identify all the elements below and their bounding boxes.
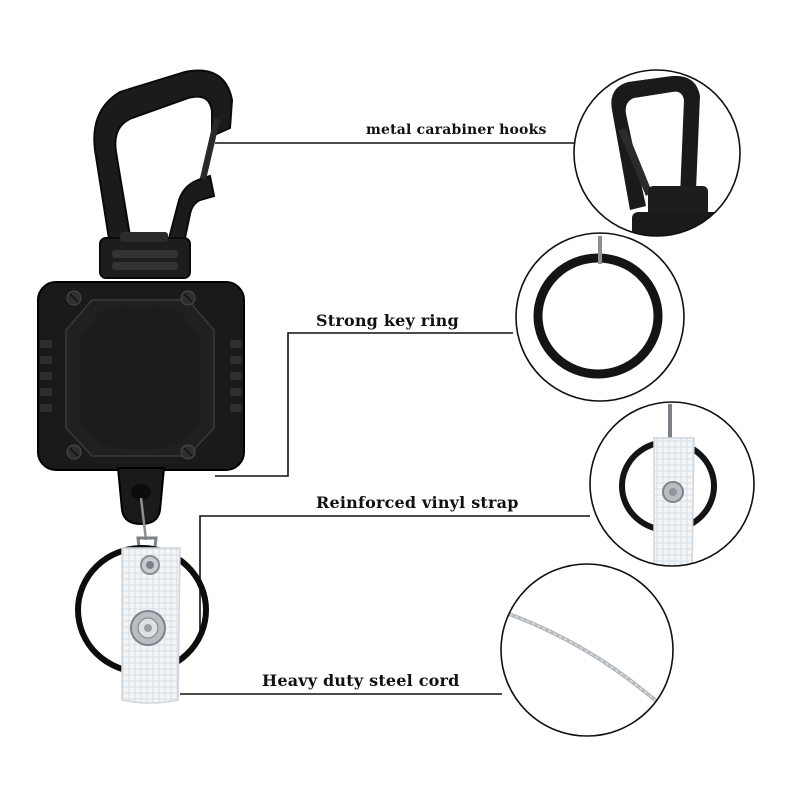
leader-line-ring <box>215 332 513 477</box>
detail-circle-carabiner <box>573 69 741 237</box>
label-strong-key-ring: Strong key ring <box>316 311 459 330</box>
detail-circle-steel-cord <box>500 563 674 737</box>
leader-lines <box>180 142 590 695</box>
vinyl-strap <box>121 547 181 704</box>
detail-circle-key-ring <box>515 232 685 402</box>
leader-line-strap <box>199 515 590 635</box>
label-heavy-duty-steel-cord: Heavy duty steel cord <box>262 671 460 690</box>
detail-circle-strap <box>589 401 755 567</box>
reel-body <box>37 281 245 526</box>
label-metal-carabiner-hooks: metal carabiner hooks <box>366 122 547 138</box>
carabiner-hook <box>93 69 234 279</box>
label-reinforced-vinyl-strap: Reinforced vinyl strap <box>316 493 519 512</box>
